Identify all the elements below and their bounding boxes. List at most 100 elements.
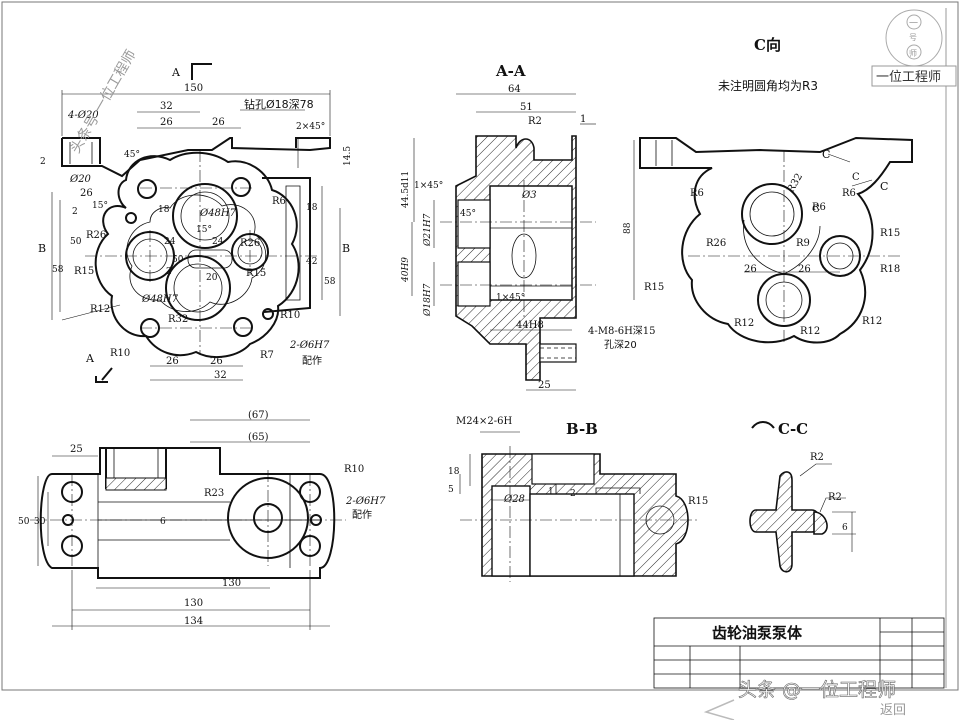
dim-26-d: 26 (166, 356, 179, 367)
dim-aa-phi21: Ø21H7 (422, 213, 433, 247)
dim-c-r6-c: R6 (812, 202, 826, 213)
dim-bottom-25: 25 (70, 444, 83, 455)
pin-hole-fit-note-2: 配作 (352, 509, 372, 521)
dim-c-r6-b: R6 (842, 188, 856, 199)
dim-c-r15-a: R15 (880, 228, 900, 239)
view-title-bb: B-B (566, 420, 598, 438)
dim-2-c: 2 (166, 267, 172, 277)
dim-32-b: 32 (214, 370, 227, 381)
section-mark-a-bottom: A (85, 352, 95, 365)
dim-c-c-2: C (812, 204, 820, 215)
section-mark-b-left: B (38, 242, 46, 255)
dim-bottom-130-b: 130 (184, 598, 203, 609)
back-nav-label[interactable]: 返回 (880, 703, 906, 718)
dim-r7: R7 (260, 350, 274, 361)
dim-aa-1x45-a: 1×45° (414, 181, 443, 191)
pin-hole-note-1: 2-Ø6H7 (289, 340, 330, 351)
dim-bottom-134: 134 (184, 616, 203, 627)
dim-aa-phi18: Ø18H7 (422, 283, 433, 317)
dim-14-5: 14.5 (343, 146, 353, 166)
section-mark-c-top: C (822, 148, 830, 161)
dim-bottom-65: (65) (248, 432, 269, 443)
dim-bottom-30: 30 (34, 517, 46, 527)
drawing-title: 齿轮油泵泵体 (712, 624, 803, 642)
dim-26-c: 26 (80, 188, 93, 199)
section-bb-view (459, 431, 700, 582)
dim-aa-25: 25 (538, 380, 551, 391)
dim-r6: R6 (272, 196, 286, 207)
dim-18-b: 18 (306, 203, 318, 213)
logo-glyph-mid: 号 (909, 33, 917, 42)
dim-c-r6-a: R6 (690, 188, 704, 199)
section-mark-c-right: C (880, 180, 888, 193)
dim-2x45: 2×45° (296, 122, 325, 132)
logo-caption: 一位工程师 (876, 70, 941, 85)
dim-15-deg-b: 15° (196, 225, 212, 235)
section-cc-view (749, 421, 856, 573)
dim-aa-r2: R2 (528, 116, 542, 127)
dim-aa-phi3: Ø3 (521, 190, 537, 201)
logo-glyph-bottom: 师 (909, 48, 917, 58)
dim-32: 32 (160, 101, 173, 112)
drill-note: 钻孔Ø18深78 (244, 97, 314, 111)
dim-bottom-130-a: 130 (222, 578, 241, 589)
dim-aa-45: 45° (460, 209, 476, 219)
dim-bb-r15: R15 (688, 496, 708, 507)
dim-c-r12-c: R12 (862, 316, 882, 327)
dim-c-r15-b: R15 (644, 282, 664, 293)
dim-cc-r2-a: R2 (810, 452, 824, 463)
dim-50: 50 (70, 237, 82, 247)
thread-bb-note: M24×2-6H (456, 416, 512, 427)
dim-58-a: 58 (52, 265, 64, 275)
dim-cc-r2-b: R2 (828, 492, 842, 503)
dim-58-b: 58 (324, 277, 336, 287)
view-title-aa: A-A (495, 62, 526, 80)
dim-aa-44h8: 44H8 (516, 320, 544, 331)
dim-r26-b: R26 (240, 238, 260, 249)
main-view (51, 63, 341, 383)
dim-aa-1x45-b: 1×45° (496, 293, 525, 303)
dim-phi48-a: Ø48H7 (199, 208, 237, 219)
dim-c-88: 88 (623, 222, 633, 234)
view-title-c-direction: C向 (754, 36, 781, 54)
dim-c-r18: R18 (880, 264, 900, 275)
dim-42: 42 (306, 257, 317, 267)
dim-c-r12-b: R12 (800, 326, 820, 337)
dim-r15-b: R15 (246, 268, 266, 279)
section-aa-view (411, 93, 596, 391)
section-mark-a-top: A (171, 66, 181, 79)
dim-r10-a: R10 (280, 310, 300, 321)
dim-bottom-6: 6 (160, 517, 166, 527)
dim-2-b: 2 (72, 207, 78, 217)
dim-c-r9: R9 (796, 238, 810, 249)
dim-bottom-r23: R23 (204, 488, 224, 499)
dim-bb-18: 18 (448, 467, 460, 477)
back-nav[interactable]: 返回 (703, 699, 906, 720)
dim-cc-6: 6 (842, 523, 848, 533)
dim-c-r12-a: R12 (734, 318, 754, 329)
dim-r12: R12 (90, 304, 110, 315)
dim-aa-1: 1 (580, 114, 586, 125)
dim-bb-phi28: Ø28 (503, 494, 525, 505)
dim-aa-44-5: 44.5d11 (401, 171, 411, 208)
dim-150: 150 (184, 83, 203, 94)
dim-r32: R32 (168, 314, 188, 325)
sheet-border (1, 1, 959, 691)
thread-holes-note: 4-M8-6H深15 (588, 325, 656, 337)
dim-bottom-67: (67) (248, 410, 269, 421)
dim-phi48-b: Ø48H7 (141, 294, 179, 305)
section-mark-b-right: B (342, 242, 350, 255)
watermark-logo: 一 号 师 一位工程师 (871, 9, 957, 87)
view-title-cc: C-C (778, 420, 808, 438)
dim-phi20: Ø20 (69, 174, 92, 185)
logo-glyph-top: 一 (909, 19, 918, 29)
dim-26-e: 26 (210, 356, 223, 367)
dim-aa-51: 51 (520, 102, 533, 113)
pin-hole-note-2: 2-Ø6H7 (345, 496, 386, 507)
pin-hole-fit-note-1: 配作 (302, 355, 322, 367)
dim-4phi20: 4-Ø20 (67, 110, 99, 121)
dim-bb-1: 1 (548, 487, 554, 497)
dim-26-b: 26 (212, 117, 225, 128)
dim-24-a: 24 (164, 237, 176, 247)
